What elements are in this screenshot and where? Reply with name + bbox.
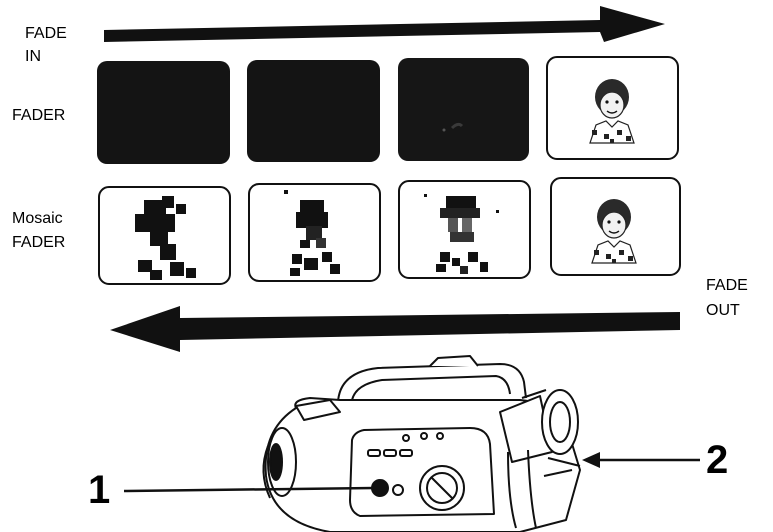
fader-frame-4 bbox=[547, 57, 678, 159]
fade-in-label-line1: FADE bbox=[25, 23, 67, 45]
mosaic-row-label-line1: Mosaic bbox=[12, 208, 63, 230]
fade-in-label-line2: IN bbox=[25, 46, 41, 68]
fade-out-label-line2: OUT bbox=[706, 300, 740, 322]
fader-frame-2 bbox=[247, 60, 380, 162]
mosaic-frame-1 bbox=[99, 187, 230, 284]
fader-row-label: FADER bbox=[12, 105, 65, 127]
fade-out-label-line1: FADE bbox=[706, 275, 748, 297]
callout-1-number: 1 bbox=[88, 470, 110, 510]
mosaic-frame-2 bbox=[249, 184, 380, 281]
callout-2-number: 2 bbox=[706, 440, 728, 480]
mosaic-row-label-line2: FADER bbox=[12, 232, 65, 254]
fader-frame-1 bbox=[97, 61, 230, 164]
fade-out-arrow bbox=[110, 306, 680, 352]
mosaic-frame-3 bbox=[399, 181, 530, 278]
fade-in-arrow bbox=[104, 6, 665, 42]
callout-2-leader bbox=[582, 452, 700, 468]
fader-frame-3 bbox=[398, 58, 529, 161]
camcorder-illustration bbox=[263, 356, 580, 532]
mosaic-frame-4 bbox=[551, 178, 680, 275]
